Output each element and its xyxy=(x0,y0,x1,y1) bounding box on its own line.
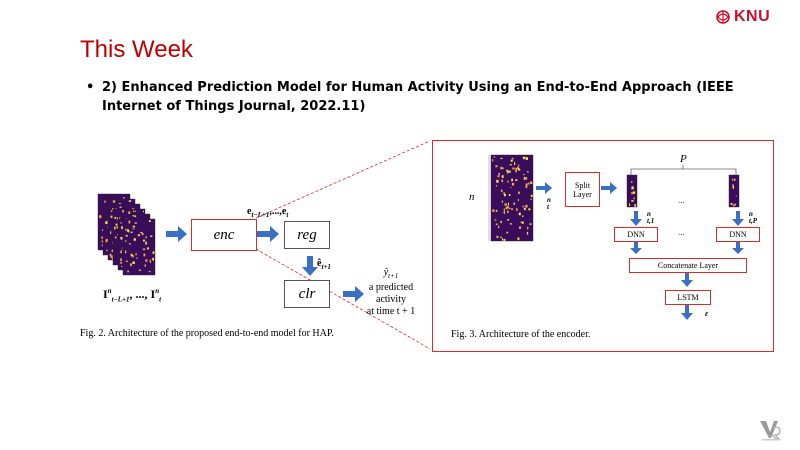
fig2-arrows xyxy=(166,140,430,350)
heatmap-slice-p xyxy=(728,174,740,208)
reg-box: reg xyxy=(284,221,330,249)
p-bracket xyxy=(630,168,737,175)
dnn-box-1: DNN xyxy=(614,227,658,242)
dnn-box-p: DNN xyxy=(716,227,760,242)
arrow-clr-to-output xyxy=(343,286,364,302)
input-sequence-label: Int−L+1, ..., Int xyxy=(103,287,162,304)
arrow-reg-to-clr xyxy=(302,256,318,276)
encoder-diagram xyxy=(488,154,744,320)
page-title: This Week xyxy=(80,36,193,63)
arrow-enc-to-reg xyxy=(256,226,279,242)
figure-2: Int−L+1, ..., Int enc reg clr et−L+1,...… xyxy=(80,140,430,350)
lstm-output-label: ε xyxy=(705,309,709,318)
concatenate-layer-box: Concatenate Layer xyxy=(629,258,747,273)
fig3-caption: Fig. 3. Architecture of the encoder. xyxy=(451,329,591,340)
arrow-heatmap-to-split xyxy=(536,182,552,194)
embedding-hat-label: êt+1 xyxy=(317,258,331,271)
fig2-caption: Fig. 2. Architecture of the proposed end… xyxy=(80,328,334,339)
lstm-box: LSTM xyxy=(665,290,711,305)
arrow-concat-to-lstm xyxy=(681,272,693,287)
split-layer-box: Split Layer xyxy=(565,172,600,207)
logo-text: KNU xyxy=(734,8,771,25)
bullet-text: 2) Enhanced Prediction Model for Human A… xyxy=(102,80,734,114)
bullet-marker: • xyxy=(86,80,95,95)
p-label: P xyxy=(680,153,687,165)
heatmap-slice-1 xyxy=(626,174,638,208)
knu-logo: KNU xyxy=(715,8,770,26)
dnn-ellipsis: ... xyxy=(678,227,685,237)
arrow-slice1-to-dnn xyxy=(630,211,642,226)
output-label: ŷt+1 a predicted activity at time t + 1 xyxy=(366,267,416,317)
arrow-input-to-enc xyxy=(166,226,187,242)
slice-ellipsis: ... xyxy=(678,195,685,205)
zoom-line-top xyxy=(255,140,430,219)
bullet-item: • 2) Enhanced Prediction Model for Human… xyxy=(86,78,742,116)
arrow-sliceP-to-dnn xyxy=(732,211,744,226)
arrow-dnn1-to-concat xyxy=(630,242,642,254)
virtual-reality-lab-icon xyxy=(760,421,781,441)
knu-logo-icon xyxy=(716,10,730,24)
arrow-split-to-slices xyxy=(601,182,617,194)
arrow-dnnP-to-concat xyxy=(732,242,744,254)
input-frames xyxy=(97,193,156,276)
input-frame-stack xyxy=(97,193,156,276)
clr-box: clr xyxy=(284,280,330,308)
n-label: n xyxy=(469,191,475,203)
arrow-lstm-to-output xyxy=(681,305,693,320)
embedding-sequence-label: et−L+1,...,et xyxy=(247,206,289,219)
enc-box: enc xyxy=(191,219,257,251)
heatmap-main xyxy=(490,154,534,242)
zoom-line-bottom xyxy=(255,248,430,350)
